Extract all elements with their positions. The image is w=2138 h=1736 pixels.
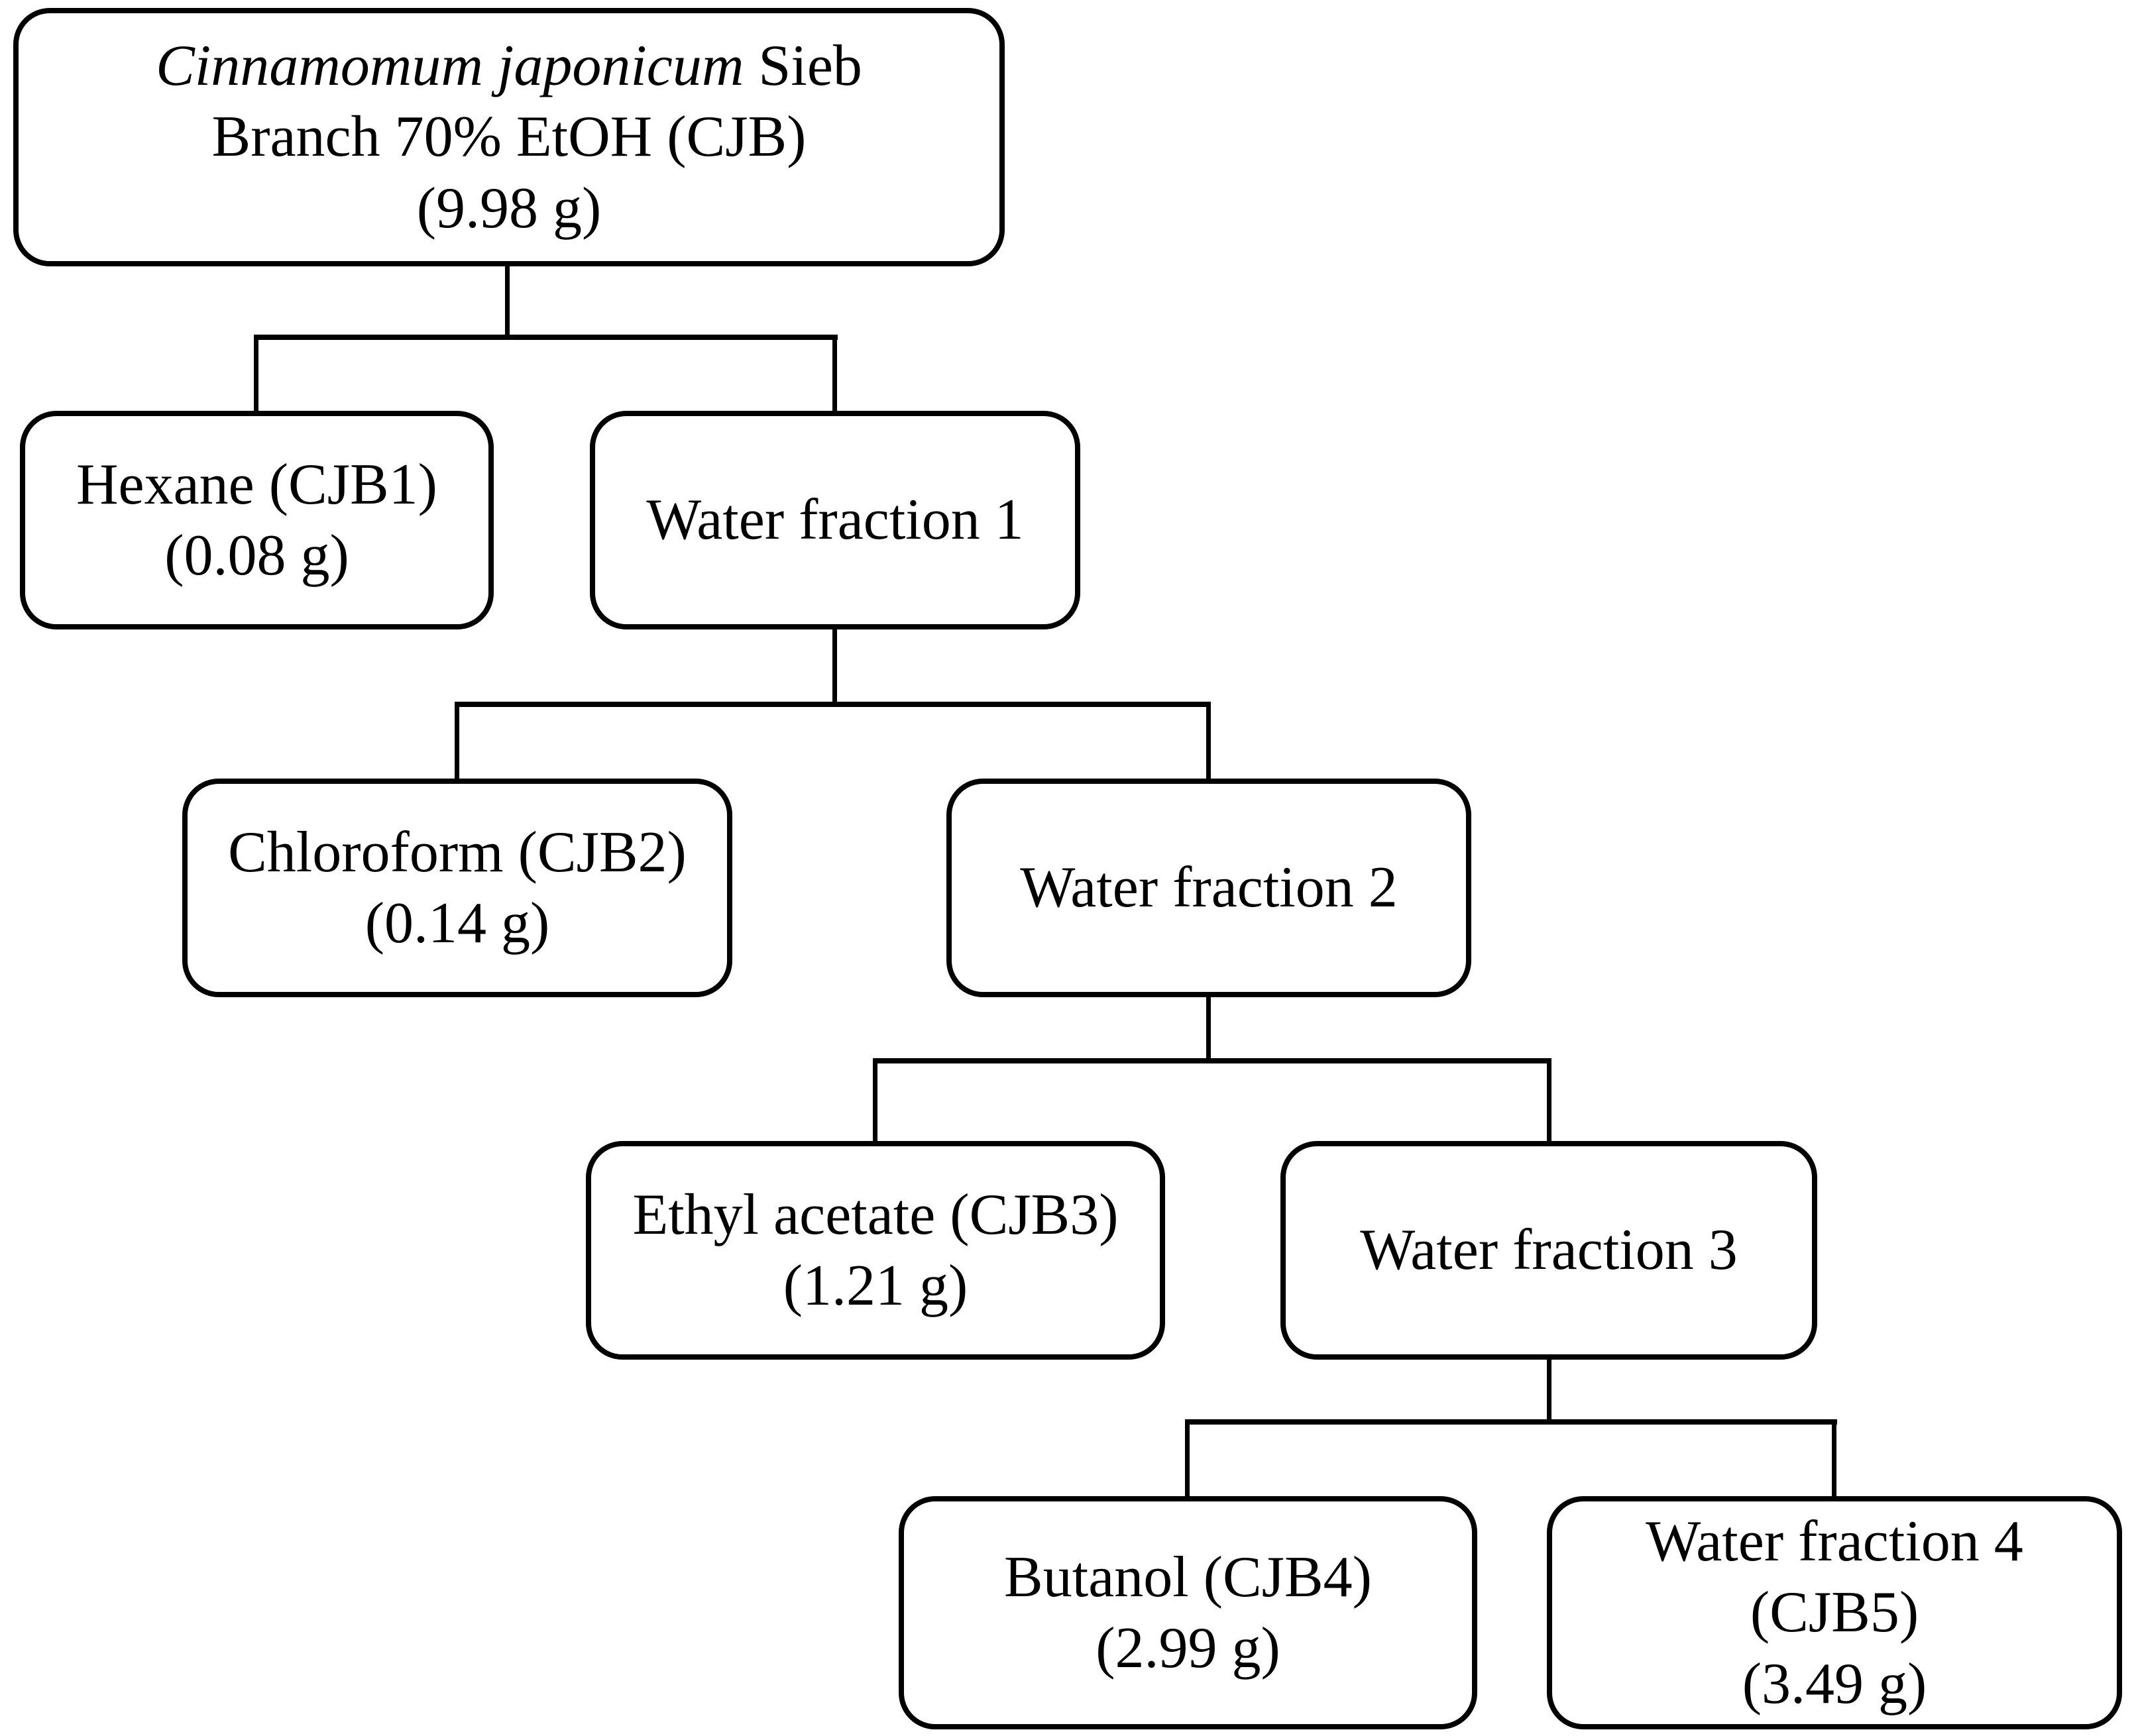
node-water-fraction-4: Water fraction 4 (CJB5) (3.49 g): [1547, 1496, 2122, 1729]
connector-root-stub: [505, 264, 510, 339]
water2-label: Water fraction 2: [1020, 855, 1398, 920]
root-weight: (9.98 g): [416, 176, 602, 241]
node-ethyl-acetate: Ethyl acetate (CJB3) (1.21 g): [586, 1141, 1165, 1360]
water1-label: Water fraction 1: [646, 488, 1024, 553]
root-name-line: Cinnamomum japonicum Sieb: [156, 30, 862, 101]
connector-water3-bus: [1185, 1419, 1837, 1425]
node-water-fraction-2: Water fraction 2: [946, 779, 1471, 997]
ethyl-acetate-weight: (1.21 g): [783, 1254, 968, 1318]
node-butanol: Butanol (CJB4) (2.99 g): [899, 1496, 1477, 1729]
node-chloroform: Chloroform (CJB2) (0.14 g): [182, 779, 732, 997]
butanol-label: Butanol (CJB4): [1004, 1545, 1372, 1609]
connector-drop-ethyl-acetate: [873, 1061, 877, 1144]
node-water-fraction-1: Water fraction 1: [590, 411, 1080, 629]
connector-water1-stub: [832, 627, 837, 706]
connector-drop-water3: [1547, 1061, 1551, 1144]
connector-drop-hexane: [254, 337, 258, 413]
node-hexane: Hexane (CJB1) (0.08 g): [20, 411, 494, 629]
connector-water3-stub: [1547, 1356, 1551, 1425]
chloroform-label: Chloroform (CJB2): [228, 820, 687, 885]
species-name: Cinnamomum japonicum: [156, 33, 744, 98]
chloroform-weight: (0.14 g): [365, 891, 550, 955]
root-extract-line: Branch 70% EtOH (CJB): [211, 105, 807, 170]
butanol-weight: (2.99 g): [1096, 1616, 1280, 1680]
node-root-extract: Cinnamomum japonicum Sieb Branch 70% EtO…: [13, 8, 1005, 266]
connector-drop-water1: [832, 337, 837, 413]
connector-drop-water4: [1832, 1422, 1836, 1499]
connector-water2-stub: [1206, 995, 1211, 1063]
species-suffix: Sieb: [744, 33, 862, 98]
connector-drop-butanol: [1185, 1422, 1190, 1499]
water4-code: (CJB5): [1750, 1580, 1919, 1645]
connector-water2-bus: [873, 1058, 1551, 1063]
hexane-weight: (0.08 g): [164, 523, 349, 588]
ethyl-acetate-label: Ethyl acetate (CJB3): [632, 1182, 1119, 1247]
connector-drop-chloroform: [455, 704, 459, 781]
connector-root-bus: [254, 335, 838, 340]
connector-water1-bus: [455, 702, 1211, 707]
water4-weight: (3.49 g): [1742, 1651, 1927, 1716]
node-water-fraction-3: Water fraction 3: [1280, 1141, 1817, 1360]
water4-label: Water fraction 4: [1646, 1509, 2023, 1574]
connector-drop-water2: [1206, 704, 1211, 781]
water3-label: Water fraction 3: [1360, 1218, 1738, 1283]
hexane-label: Hexane (CJB1): [76, 452, 437, 517]
